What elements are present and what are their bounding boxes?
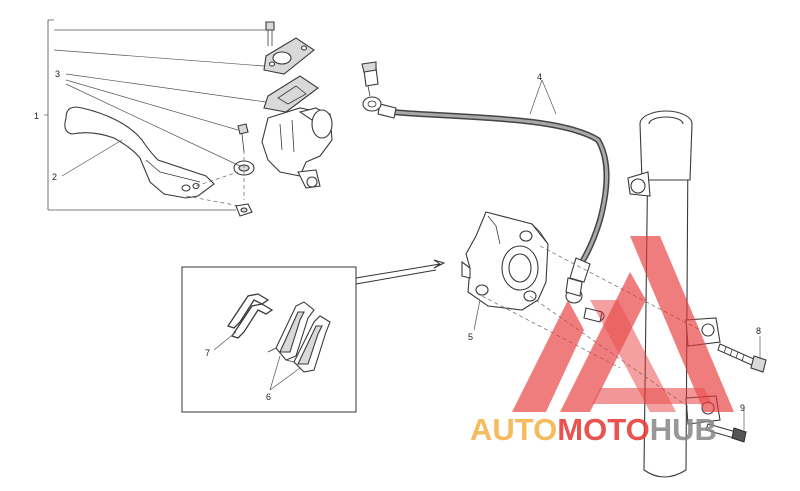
watermark-moto: MOTO [557, 412, 649, 447]
callout-1: 1 [34, 111, 39, 121]
watermark-text: AUTOMOTOHUB [470, 412, 717, 447]
inset-pointer-arrow [355, 259, 446, 285]
callout-7: 7 [205, 348, 210, 358]
callout-4: 4 [537, 72, 542, 82]
brake-caliper [461, 211, 549, 311]
callout-9: 9 [740, 403, 745, 413]
master-cylinder-assembly [64, 21, 333, 217]
callout-3: 3 [55, 69, 60, 79]
brake-pad-inset [181, 266, 357, 413]
automotohub-watermark: AUTOMOTOHUB [470, 236, 734, 447]
watermark-auto: AUTO [470, 412, 557, 447]
callout-8: 8 [756, 326, 761, 336]
caliper-bolt-9 [705, 423, 747, 443]
callout-5: 5 [468, 332, 473, 342]
callout-numbers: 1 2 3 4 5 6 7 8 9 [34, 69, 761, 413]
watermark-hub: HUB [650, 412, 717, 447]
callout-2: 2 [52, 172, 57, 182]
callout-6: 6 [266, 392, 271, 402]
pad-spring-clip [226, 293, 274, 339]
callout-leaders [61, 73, 761, 430]
group-bracket-1 [44, 19, 266, 211]
watermark-logo-mark [512, 236, 734, 412]
brake-pads [267, 301, 331, 373]
caliper-bolt-8 [717, 343, 767, 373]
brake-hose [361, 61, 610, 323]
